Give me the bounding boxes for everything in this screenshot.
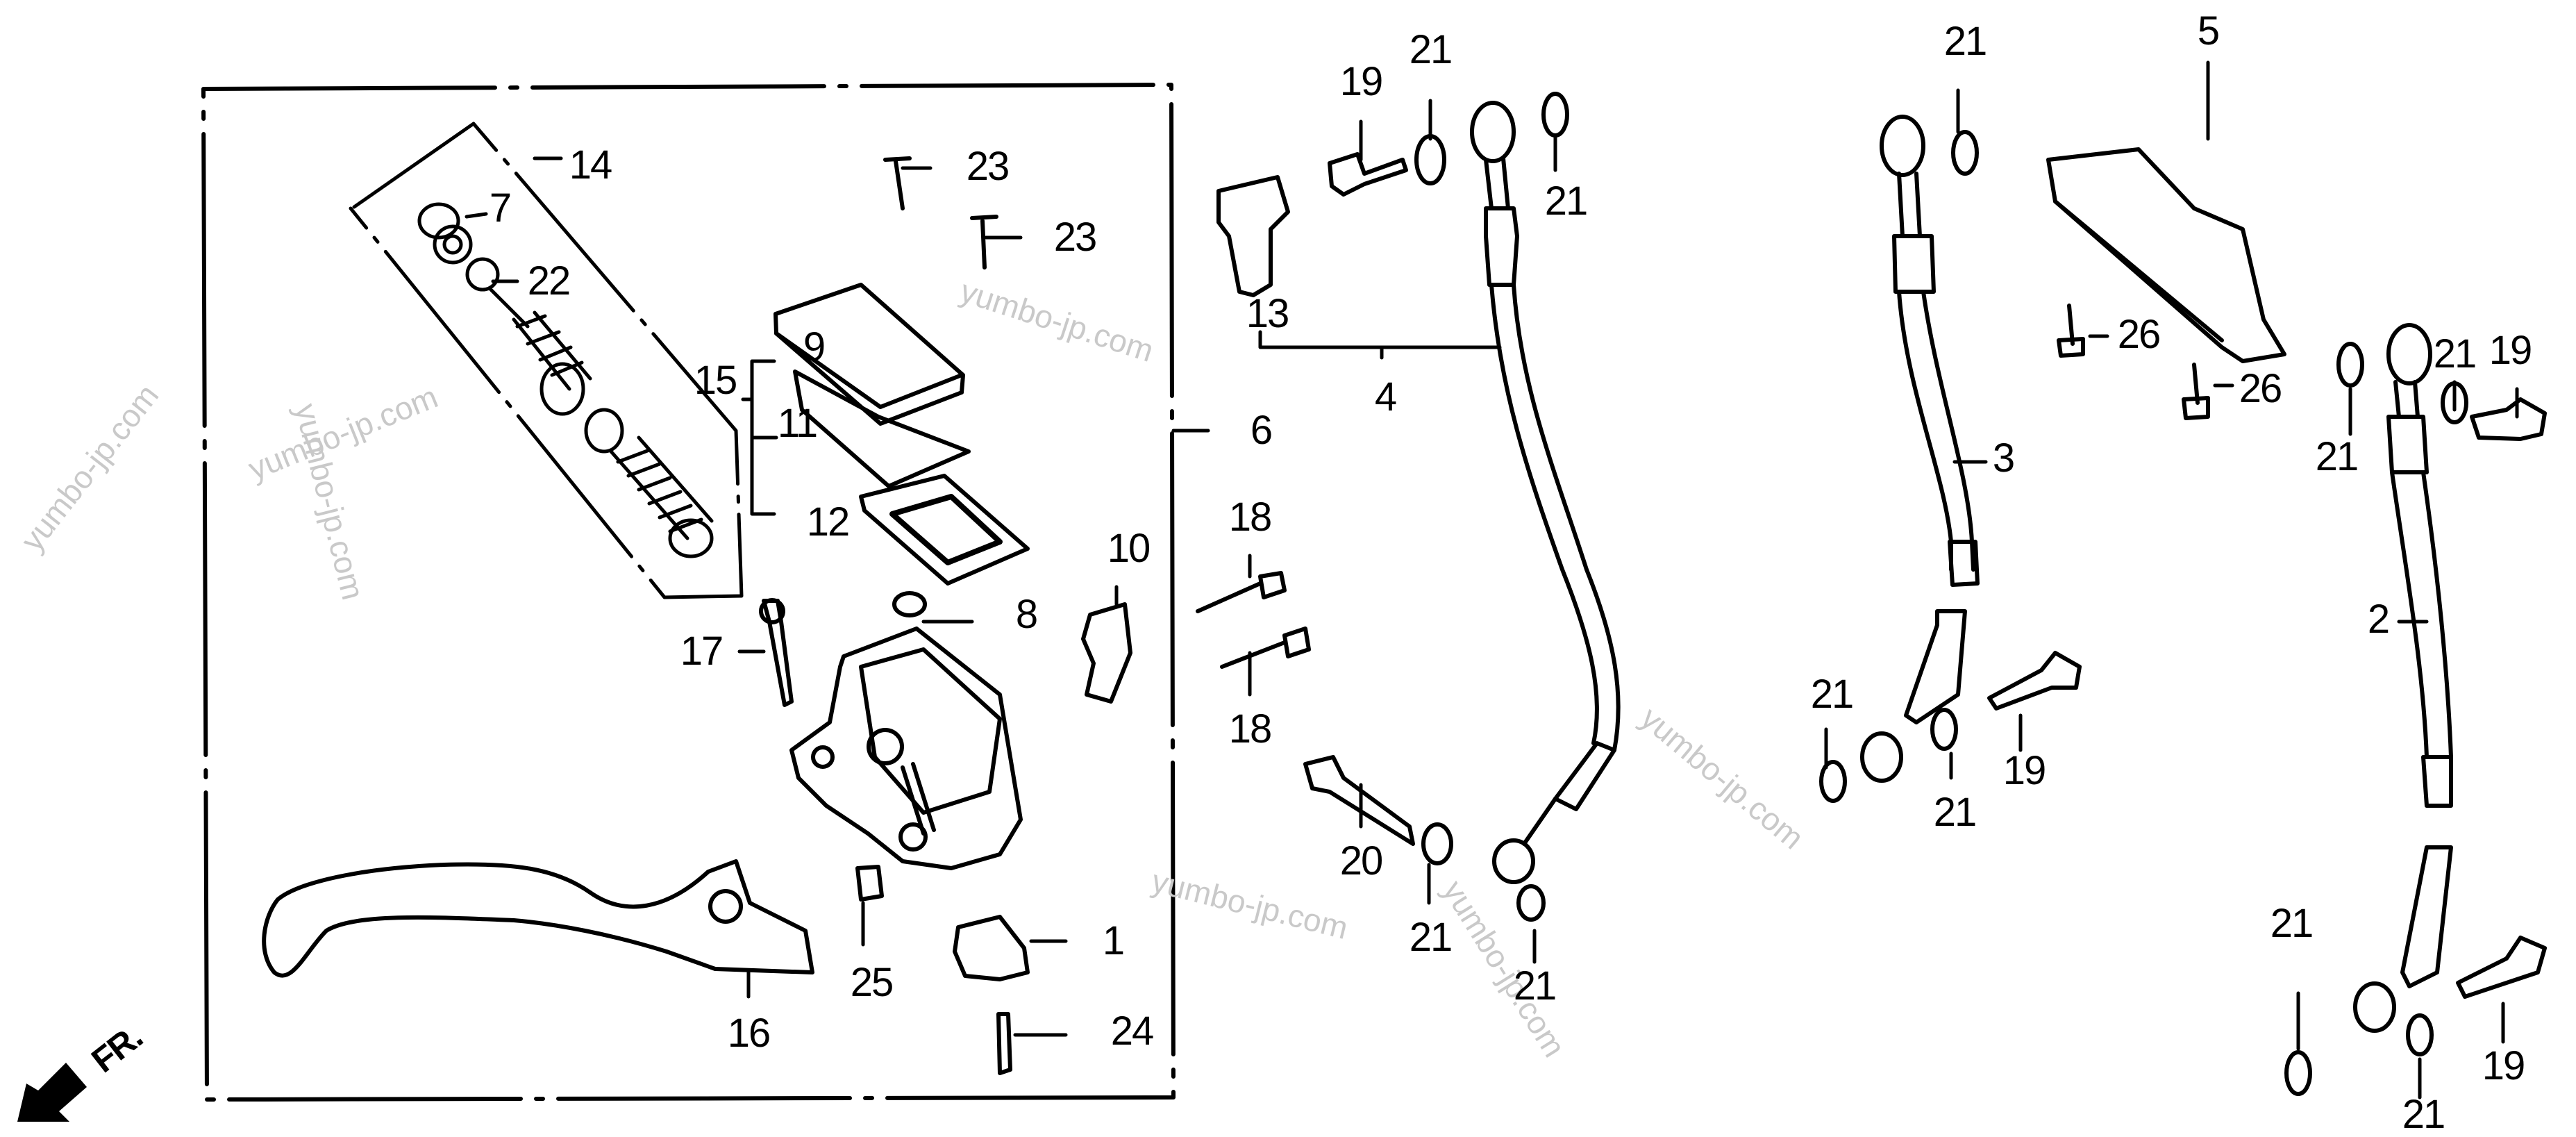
callout-24[interactable]: 24 [1110, 1009, 1154, 1054]
oil-bolt-19-h3 [1987, 651, 2082, 711]
callout-21-mid-a[interactable]: 21 [1409, 915, 1453, 960]
brake-hose-3 [1860, 115, 1980, 783]
callout-21-h2-top-a[interactable]: 21 [2315, 434, 2359, 479]
callout-19-h2[interactable]: 19 [2482, 1043, 2525, 1088]
callout-13[interactable]: 13 [1246, 291, 1289, 336]
washer-21-mid-b [1516, 884, 1546, 922]
callout-25[interactable]: 25 [850, 960, 894, 1005]
washer-21-h2-top-a [2336, 342, 2364, 388]
bolt-18-a [1196, 571, 1287, 613]
callout-12[interactable]: 12 [806, 499, 850, 545]
callout-20[interactable]: 20 [1339, 838, 1383, 883]
holder-clamp [1081, 602, 1132, 704]
callout-17[interactable]: 17 [680, 629, 724, 674]
screw-23-b [970, 215, 998, 269]
callout-6[interactable]: 6 [1250, 408, 1273, 453]
bolt-18-b [1220, 626, 1311, 669]
callout-21-h3-top[interactable]: 21 [1943, 19, 1987, 64]
callout-19-h2-top[interactable]: 19 [2489, 328, 2532, 373]
pivot-nut [855, 865, 884, 902]
callout-19-h3[interactable]: 19 [2002, 748, 2046, 793]
callout-8[interactable]: 8 [1015, 592, 1038, 637]
callout-18-b[interactable]: 18 [1228, 706, 1272, 752]
callout-2[interactable]: 2 [2367, 597, 2390, 642]
callout-21-mid-b[interactable]: 21 [1513, 963, 1557, 1009]
reservoir-plate [793, 370, 971, 488]
callout-21-h2-a[interactable]: 21 [2270, 901, 2314, 946]
callout-23-b[interactable]: 23 [1053, 215, 1097, 260]
washer-21-h3-top [1951, 130, 1979, 176]
washer-21-top-a [1414, 134, 1446, 185]
callout-5[interactable]: 5 [2197, 8, 2220, 53]
hose-joint-5 [2046, 147, 2286, 363]
hose-cover [1216, 175, 1290, 297]
front-direction-arrow [17, 1063, 87, 1122]
piston-set-box [349, 122, 744, 599]
bolt-26-a [2057, 304, 2085, 358]
callout-4[interactable]: 4 [1374, 374, 1397, 420]
callout-26-a[interactable]: 26 [2117, 312, 2161, 357]
callout-10[interactable]: 10 [1107, 526, 1151, 571]
bolt-20 [1303, 755, 1415, 846]
screw-23-a [883, 156, 912, 210]
washer-21-top-b [1541, 92, 1569, 138]
callout-7[interactable]: 7 [489, 185, 512, 231]
callout-21-h3-b[interactable]: 21 [1933, 790, 1977, 835]
master-cylinder-body [789, 626, 1023, 870]
brake-light-switch [953, 915, 1030, 981]
callout-14[interactable]: 14 [569, 142, 612, 188]
callout-21-h3-a[interactable]: 21 [1810, 672, 1854, 717]
brake-hose-2 [2353, 323, 2453, 1033]
callout-23-a[interactable]: 23 [966, 144, 1010, 189]
callout-21-h2-top-b[interactable]: 21 [2433, 331, 2477, 376]
callout-19-top[interactable]: 19 [1339, 59, 1383, 104]
oil-bolt-19-h2 [2456, 936, 2547, 999]
washer-21-mid-a [1421, 822, 1453, 865]
callout-1[interactable]: 1 [1102, 918, 1125, 963]
washer-21-h3-b [1930, 708, 1958, 751]
washer-21-h3-a [1819, 760, 1847, 803]
oil-bolt-19-h2-top [2470, 397, 2547, 441]
callout-18-a[interactable]: 18 [1228, 495, 1272, 540]
oil-bolt-19-top [1328, 152, 1408, 197]
callout-9[interactable]: 9 [803, 324, 826, 370]
callout-21-top-b[interactable]: 21 [1544, 179, 1588, 224]
float-part [892, 591, 927, 617]
switch-screw [996, 1012, 1012, 1075]
bolt-26-b [2182, 363, 2210, 420]
assembly-boundary-box [201, 83, 1176, 1102]
leader-lines [465, 60, 2519, 1099]
pivot-bolt [762, 599, 794, 707]
callout-15[interactable]: 15 [694, 358, 737, 403]
reservoir-diaphragm [859, 474, 1030, 586]
callout-22[interactable]: 22 [527, 258, 571, 304]
callout-21-top-a[interactable]: 21 [1409, 27, 1453, 72]
callout-11[interactable]: 11 [777, 401, 818, 446]
callout-21-h2-b[interactable]: 21 [2402, 1092, 2445, 1137]
brake-hose-4 [1470, 101, 1621, 884]
piston-parts [417, 202, 714, 558]
washer-21-h2-a [2284, 1050, 2312, 1096]
callout-16[interactable]: 16 [727, 1011, 771, 1056]
callout-3[interactable]: 3 [1992, 435, 2015, 481]
brake-lever [262, 859, 814, 978]
washer-21-h2-b [2406, 1013, 2434, 1056]
callout-26-b[interactable]: 26 [2239, 366, 2282, 411]
